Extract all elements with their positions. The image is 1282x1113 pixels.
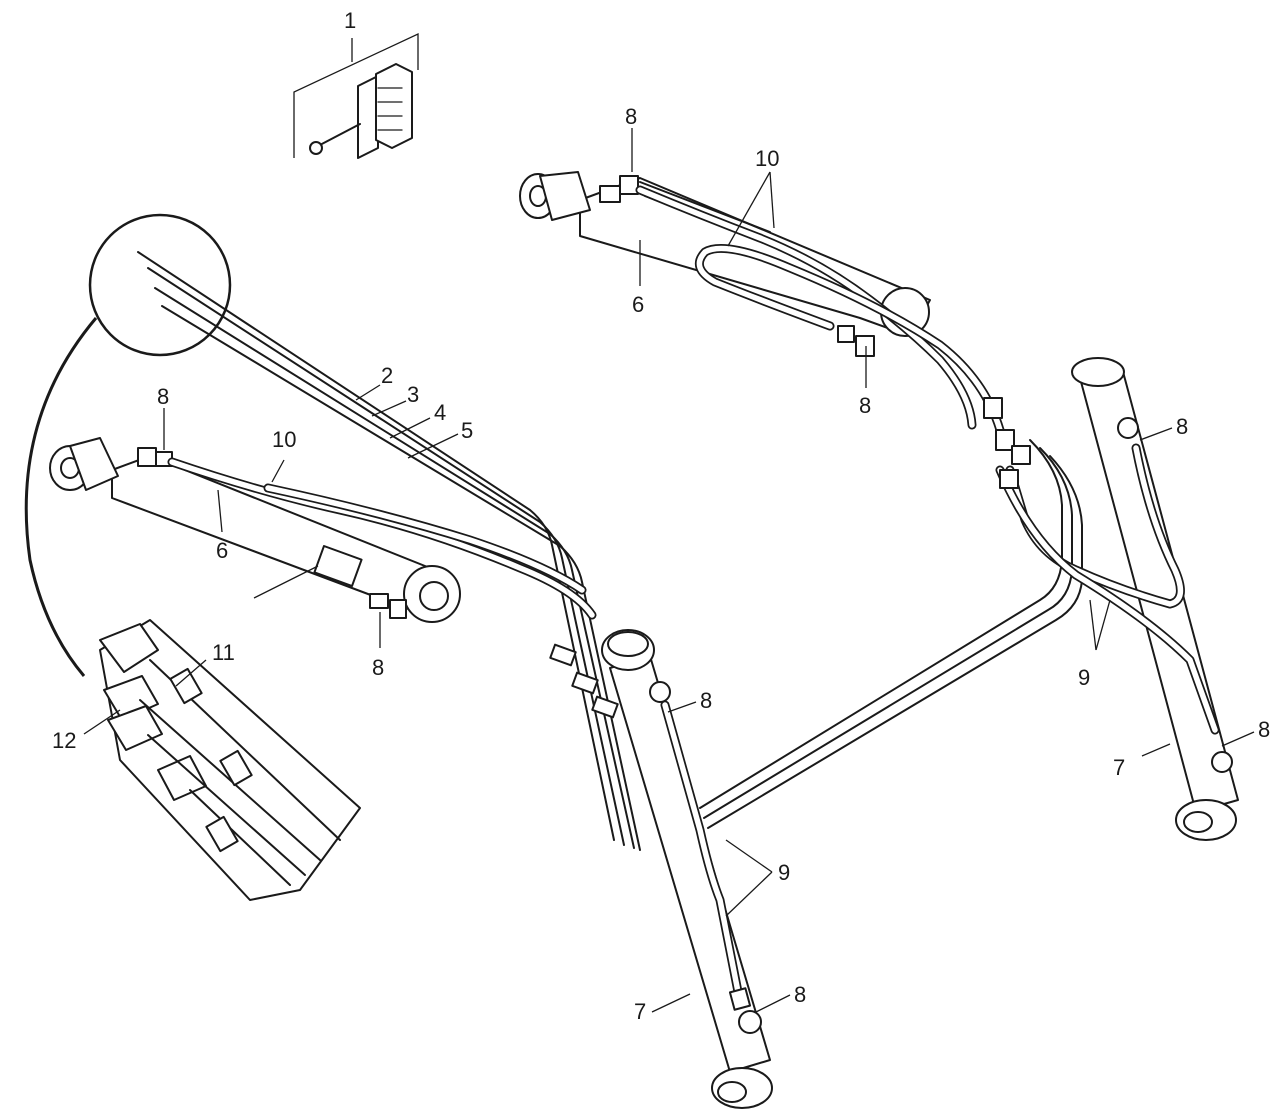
callout-8-right-bottom: 8: [1258, 717, 1270, 742]
callout-7-right: 7: [1113, 755, 1125, 780]
callout-8-right-top: 8: [1176, 414, 1188, 439]
callout-labels: 1 8 10 6 8 2 3 4 5 8 10 6 8 8 9 8 7 11 8…: [52, 8, 1270, 1024]
callout-3: 3: [407, 382, 419, 407]
leader-lines: [83, 128, 1255, 1013]
callout-7-left: 7: [634, 999, 646, 1024]
hose-center: [660, 700, 752, 1011]
hose-right: [983, 397, 1220, 735]
hose-loop-left: [167, 457, 597, 620]
callout-6-left: 6: [216, 538, 228, 563]
callout-2: 2: [381, 363, 393, 388]
callout-11: 11: [212, 640, 235, 665]
callout-10-upper: 10: [755, 146, 779, 171]
lift-cylinder-upper: [519, 171, 931, 337]
lift-cylinder-left: [49, 437, 461, 623]
detail-view: [24, 213, 361, 901]
callout-8-center-bottom: 8: [794, 982, 806, 1007]
callout-9-center: 9: [778, 860, 790, 885]
callout-10-left: 10: [272, 427, 296, 452]
callout-6-upper: 6: [632, 292, 644, 317]
callout-8-upper-bottom: 8: [859, 393, 871, 418]
callout-8-upper-top: 8: [625, 104, 637, 129]
callout-8-center-top: 8: [700, 688, 712, 713]
bucket-cylinder-right: [1071, 357, 1239, 841]
clamp-bracket-assembly: [293, 32, 419, 159]
hose-loop-upper: [635, 185, 1005, 435]
callout-1: 1: [344, 8, 356, 33]
callout-8-left-top: 8: [157, 384, 169, 409]
hydraulic-line-bundle: [137, 251, 1083, 851]
callout-12: 12: [52, 728, 76, 753]
callout-8-left-bottom: 8: [372, 655, 384, 680]
bucket-cylinder-center: [601, 629, 773, 1109]
callout-9-right: 9: [1078, 665, 1090, 690]
callout-5: 5: [461, 418, 473, 443]
callout-4: 4: [434, 400, 446, 425]
